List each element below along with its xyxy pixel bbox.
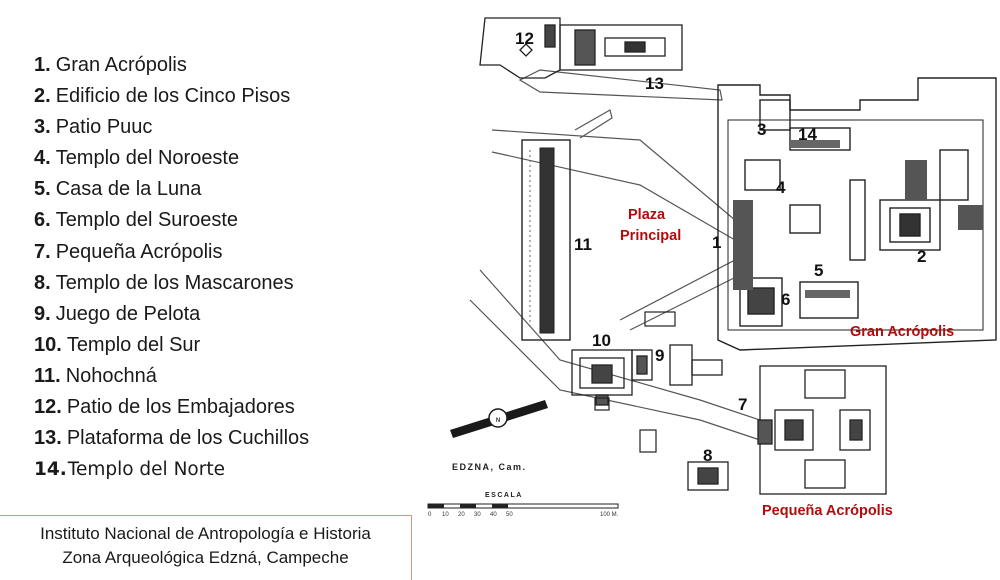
scale-tick: 20 bbox=[458, 512, 465, 518]
map-marker-11: 11 bbox=[574, 235, 592, 254]
map-marker-4: 4 bbox=[776, 178, 786, 197]
legend-number: 7. bbox=[34, 240, 51, 263]
legend-number: 8. bbox=[34, 271, 51, 294]
place-labels: Plaza Principal Gran Acrópolis Pequeña A… bbox=[620, 207, 954, 519]
legend-item: 12.Patio de los Embajadores bbox=[34, 392, 394, 423]
map-marker-13: 13 bbox=[645, 74, 664, 93]
map-marker-3: 3 bbox=[757, 120, 766, 139]
map-marker-9: 9 bbox=[655, 346, 664, 365]
legend-item: 10.Templo del Sur bbox=[34, 330, 394, 361]
institute-box: Instituto Nacional de Antropología e His… bbox=[0, 515, 412, 580]
scale-tick: 10 bbox=[442, 512, 449, 518]
legend-label: Templo del Noroeste bbox=[55, 147, 240, 170]
legend-number: 5. bbox=[34, 178, 51, 201]
legend-item: 1.Gran Acrópolis bbox=[34, 50, 394, 81]
site-name: Zona Arqueológica Edzná, Campeche bbox=[62, 548, 349, 567]
legend-label: Templo del Sur bbox=[66, 333, 201, 356]
legend-number: 2. bbox=[34, 85, 51, 108]
scale-tick: 50 bbox=[506, 512, 513, 518]
legend-label: Templo del Norte bbox=[67, 459, 225, 481]
map-marker-10: 10 bbox=[592, 331, 611, 350]
scale-tick: 40 bbox=[490, 512, 497, 518]
legend-item: 4.Templo del Noroeste bbox=[34, 143, 394, 174]
patio-embajadores bbox=[479, 17, 561, 79]
juego-de-pelota bbox=[631, 344, 723, 386]
legend-label: Juego de Pelota bbox=[55, 302, 201, 325]
legend-item: 3.Patio Puuc bbox=[34, 112, 394, 143]
plataforma-cuchillos bbox=[559, 24, 683, 71]
institute-name: Instituto Nacional de Antropología e His… bbox=[40, 524, 371, 543]
legend-number: 1. bbox=[34, 54, 51, 76]
scale-title: ESCALA bbox=[485, 492, 523, 499]
legend-item: 13.Plataforma de los Cuchillos bbox=[34, 423, 394, 454]
scale-tick: 0 bbox=[428, 512, 432, 518]
legend-number: 9. bbox=[34, 302, 51, 325]
map-paths bbox=[469, 69, 761, 441]
scale-bar bbox=[427, 503, 619, 509]
map-marker-7: 7 bbox=[738, 395, 747, 414]
site-title: EDZNA, Cam. bbox=[452, 462, 527, 472]
map-marker-8: 8 bbox=[703, 446, 712, 465]
legend-number: 10. bbox=[34, 333, 62, 356]
legend-label: Casa de la Luna bbox=[55, 178, 202, 201]
gran-acropolis-platform bbox=[717, 77, 997, 351]
gran-acropolis-label: Gran Acrópolis bbox=[850, 324, 954, 340]
legend-label: Edificio de los Cinco Pisos bbox=[55, 85, 291, 108]
legend-number: 6. bbox=[34, 209, 51, 232]
legend-label: Templo del Suroeste bbox=[55, 209, 239, 232]
pequena-acropolis-platform bbox=[757, 365, 887, 495]
map-marker-2: 2 bbox=[917, 247, 926, 266]
map-marker-1: 1 bbox=[712, 233, 721, 252]
legend-item: 5.Casa de la Luna bbox=[34, 174, 394, 205]
legend-label: Patio de los Embajadores bbox=[66, 396, 295, 419]
legend-item: 2.Edificio de los Cinco Pisos bbox=[34, 81, 394, 112]
plaza-principal-label-line2: Principal bbox=[620, 228, 681, 244]
templo-mascarones bbox=[687, 461, 729, 491]
map-marker-14: 14 bbox=[798, 125, 817, 144]
legend-label: Gran Acrópolis bbox=[55, 54, 187, 76]
map-marker-6: 6 bbox=[781, 290, 790, 309]
legend-label: Nohochná bbox=[65, 364, 157, 387]
north-arrow: N bbox=[450, 400, 548, 438]
legend-number: 13. bbox=[34, 427, 62, 450]
minor-structures bbox=[594, 311, 676, 453]
map-markers: 1 2 3 4 5 6 7 8 9 10 11 12 13 14 bbox=[515, 29, 926, 465]
scale-ticks: 0 10 20 30 40 50 100 M. bbox=[428, 512, 619, 518]
legend-item: 7.Pequeña Acrópolis bbox=[34, 237, 394, 268]
legend-number: 12. bbox=[34, 396, 62, 419]
legend-number: 14. bbox=[34, 459, 67, 481]
legend-list: 1.Gran Acrópolis 2.Edificio de los Cinco… bbox=[34, 50, 394, 485]
legend-item: 9.Juego de Pelota bbox=[34, 299, 394, 330]
legend-number: 4. bbox=[34, 147, 51, 170]
site-map: N EDZNA, Cam. ESCALA 0 10 20 30 40 50 10… bbox=[427, 17, 997, 519]
legend-item: 8.Templo de los Mascarones bbox=[34, 268, 394, 299]
scale-tick: 30 bbox=[474, 512, 481, 518]
scale-tick: 100 M. bbox=[600, 512, 619, 518]
map-marker-12: 12 bbox=[515, 29, 534, 48]
legend-number: 11. bbox=[34, 364, 61, 387]
north-letter: N bbox=[496, 418, 500, 424]
legend-label: Pequeña Acrópolis bbox=[55, 240, 223, 263]
legend-item: 6.Templo del Suroeste bbox=[34, 205, 394, 236]
nohochna-building bbox=[521, 139, 571, 341]
legend-label: Plataforma de los Cuchillos bbox=[66, 427, 310, 450]
legend-number: 3. bbox=[34, 116, 51, 139]
legend-item: 14.Templo del Norte bbox=[34, 454, 394, 485]
pequena-acropolis-label: Pequeña Acrópolis bbox=[762, 503, 893, 519]
legend-item: 11.Nohochná bbox=[34, 361, 394, 392]
legend-label: Patio Puuc bbox=[55, 116, 153, 139]
gran-acropolis-stairs bbox=[733, 140, 983, 298]
legend-label: Templo de los Mascarones bbox=[55, 271, 294, 294]
plaza-principal-label-line1: Plaza bbox=[628, 207, 666, 223]
map-marker-5: 5 bbox=[814, 261, 823, 280]
